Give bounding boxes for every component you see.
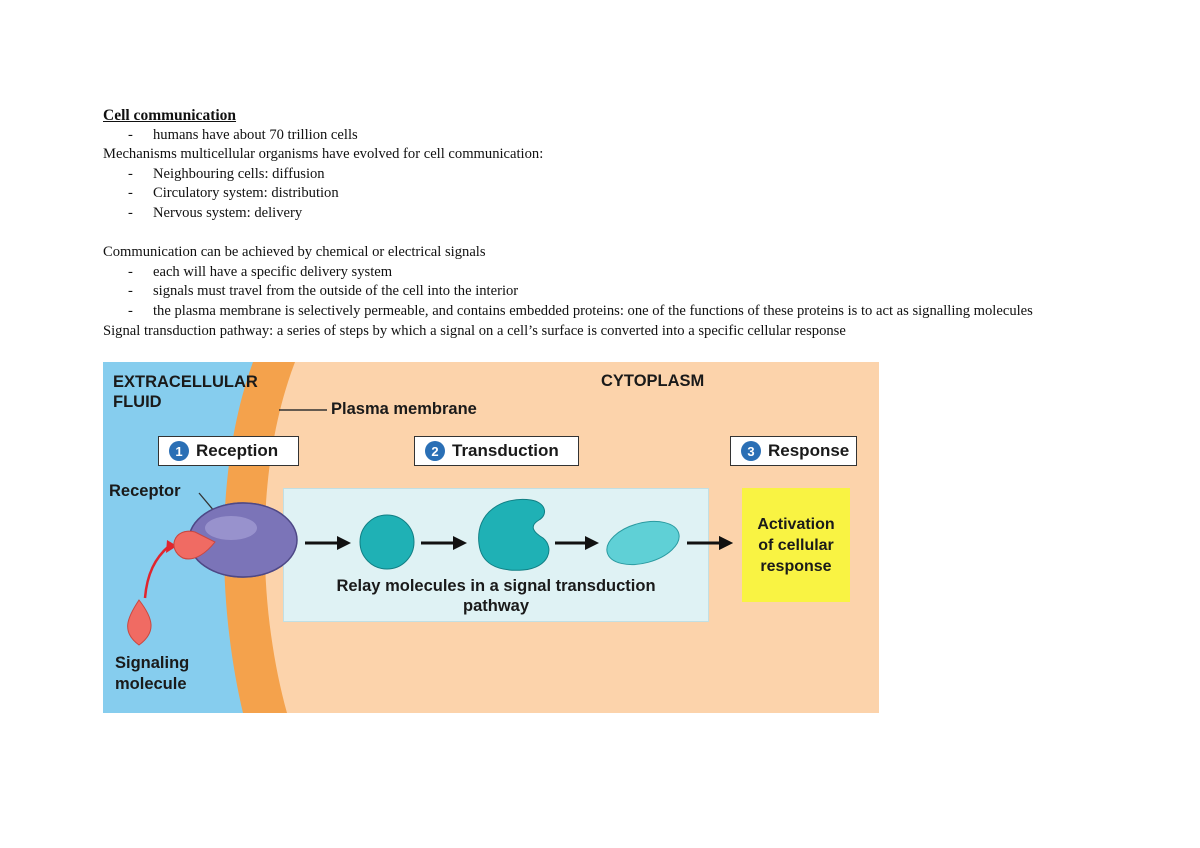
paragraph-signals: Communication can be achieved by chemica… <box>103 244 486 261</box>
blank-line <box>103 224 1093 244</box>
relay-molecule-2-fg <box>478 498 550 571</box>
paragraph-pathway-definition: Signal transduction pathway: a series of… <box>103 322 846 339</box>
list-item: - Nervous system: delivery <box>103 204 1093 224</box>
free-signal-molecule <box>127 599 152 646</box>
relay-molecule-1-fg <box>359 514 415 570</box>
response-line1: Activation <box>757 515 835 533</box>
signal-arrow-head <box>166 540 177 553</box>
relay-molecule-3-fg <box>606 520 680 566</box>
signal-arrow-curve <box>143 545 170 599</box>
relay-label-line1: Relay molecules in a signal transduction <box>336 577 656 595</box>
list-item: - humans have about 70 trillion cells <box>103 126 1093 146</box>
list-item: - the plasma membrane is selectively per… <box>103 302 1093 322</box>
list-item-text: Circulatory system: distribution <box>153 185 339 202</box>
diagram-foreground <box>173 498 733 578</box>
list-item-text: each will have a specific delivery syste… <box>153 263 393 280</box>
cellular-response-box: Activation of cellular response <box>742 488 850 602</box>
signaling-label-line2: molecule <box>115 675 187 693</box>
paragraph-mechanisms: Mechanisms multicellular organisms have … <box>103 146 544 163</box>
list-item-text: Neighbouring cells: diffusion <box>153 165 325 182</box>
arrow-3-fg <box>555 536 599 550</box>
arrow-4-fg <box>687 536 733 550</box>
step-number-badge: 2 <box>425 441 445 461</box>
list-item: - Neighbouring cells: diffusion <box>103 165 1093 185</box>
step-label: Response <box>768 441 850 460</box>
bullet-dash: - <box>128 204 133 221</box>
response-line3: response <box>760 557 832 575</box>
response-line2: of cellular <box>758 536 834 554</box>
list-item: - Circulatory system: distribution <box>103 184 1093 204</box>
page-title: Cell communication <box>103 107 237 124</box>
arrow-2-fg <box>421 536 467 550</box>
receptor-highlight-fg <box>205 516 257 540</box>
cytoplasm-label: CYTOPLASM <box>601 372 705 390</box>
step-label: Transduction <box>452 441 559 460</box>
step-reception: 1 Reception <box>158 436 299 466</box>
relay-label-line2: pathway <box>462 597 530 615</box>
list-item: - each will have a specific delivery sys… <box>103 263 1093 283</box>
list-item-text: Nervous system: delivery <box>153 204 303 221</box>
bullet-dash: - <box>128 283 133 300</box>
bullet-dash: - <box>128 126 133 143</box>
signaling-molecule-label: Signaling molecule <box>115 653 189 695</box>
list-item-text: the plasma membrane is selectively perme… <box>153 302 1033 319</box>
step-transduction: 2 Transduction <box>414 436 579 466</box>
step-label: Reception <box>196 441 279 460</box>
signaling-label-line1: Signaling <box>115 654 190 672</box>
step-number-badge: 1 <box>169 441 189 461</box>
extracellular-label: EXTRACELLULAR FLUID <box>113 372 258 412</box>
bullet-dash: - <box>128 165 133 182</box>
step-number-badge: 3 <box>741 441 761 461</box>
step-response: 3 Response <box>730 436 857 466</box>
extracellular-label-line2: FLUID <box>113 393 162 411</box>
document-text: Cell communication - humans have about 7… <box>103 106 1093 341</box>
bullet-dash: - <box>128 185 133 202</box>
extracellular-label-line1: EXTRACELLULAR <box>113 373 258 391</box>
list-item-text: humans have about 70 trillion cells <box>153 126 358 143</box>
bound-signal-molecule-fg <box>173 530 216 560</box>
signal-transduction-diagram: EXTRACELLULAR FLUID CYTOPLASM Plasma mem… <box>103 362 879 713</box>
bullet-dash: - <box>128 263 133 280</box>
list-item-text: signals must travel from the outside of … <box>153 283 519 300</box>
bullet-dash: - <box>128 302 133 319</box>
list-item: - signals must travel from the outside o… <box>103 282 1093 302</box>
receptor-label: Receptor <box>109 482 181 500</box>
arrow-1-fg <box>305 536 351 550</box>
plasma-membrane-label: Plasma membrane <box>331 400 477 418</box>
relay-molecules-label: Relay molecules in a signal transduction… <box>283 576 709 616</box>
